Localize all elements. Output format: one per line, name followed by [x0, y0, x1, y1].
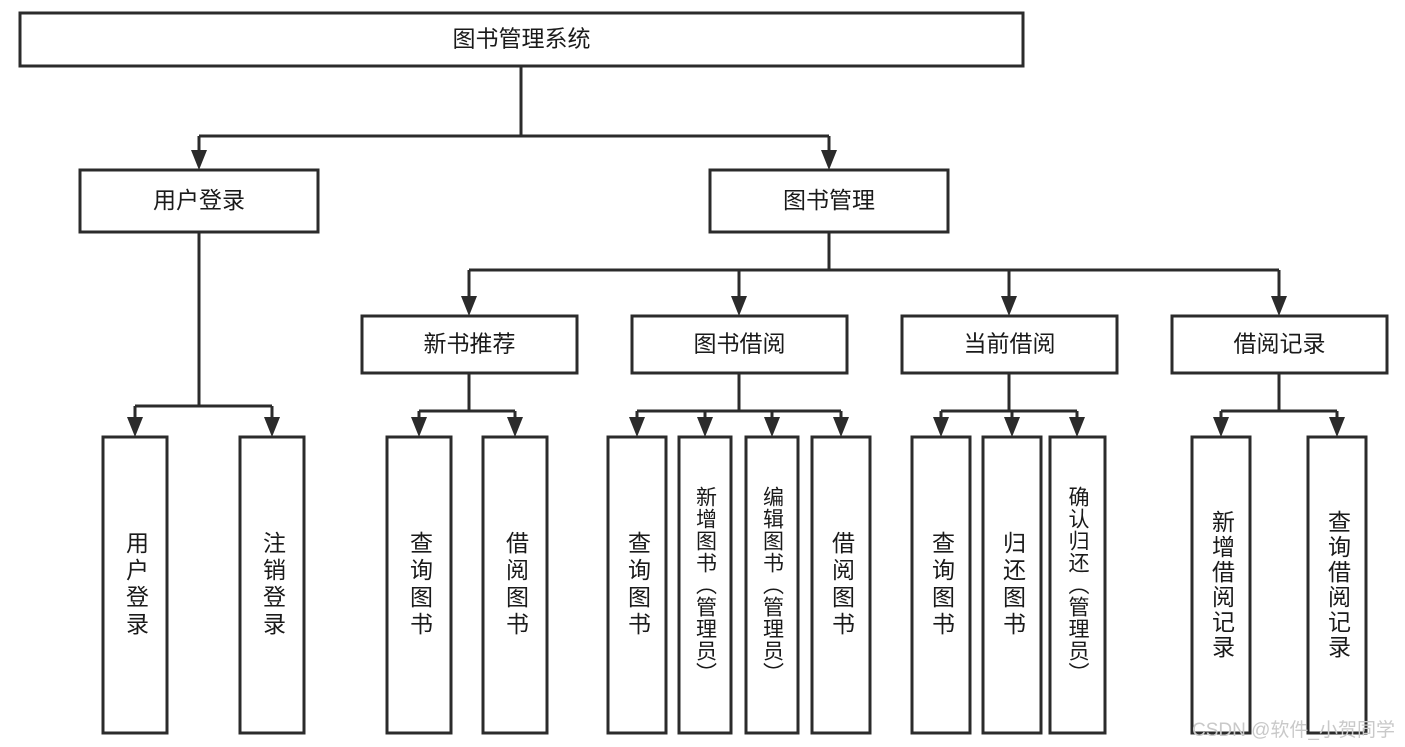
node-box-leaf-user-logout[interactable] — [238, 435, 306, 735]
node-box-user-login[interactable] — [78, 168, 320, 234]
node-box-leaf-edit-book[interactable] — [744, 435, 800, 735]
arrow-head-icon — [191, 150, 207, 170]
csdn-watermark: CSDN @软件_小贺同学 — [1192, 720, 1395, 741]
arrow-head-icon — [1271, 296, 1287, 316]
arrow-head-icon — [764, 417, 780, 437]
node-box-leaf-borrow-book-rec[interactable] — [481, 435, 549, 735]
node-box-leaf-query-book-cur[interactable] — [910, 435, 972, 735]
arrow-head-icon — [833, 417, 849, 437]
node-label-book-manage: 图书管理 — [783, 187, 875, 213]
node-box-root[interactable] — [18, 11, 1025, 68]
arrow-head-icon — [411, 417, 427, 437]
node-label-current-borrow: 当前借阅 — [964, 331, 1056, 357]
node-box-leaf-query-record[interactable] — [1306, 435, 1368, 735]
node-label-root: 图书管理系统 — [453, 26, 591, 52]
arrow-head-icon — [697, 417, 713, 437]
node-box-leaf-add-book[interactable] — [677, 435, 733, 735]
node-label-book-borrow: 图书借阅 — [694, 331, 786, 357]
arrow-head-icon — [1213, 417, 1229, 437]
arrow-head-icon — [1004, 417, 1020, 437]
arrow-head-icon — [1001, 296, 1017, 316]
node-box-borrow-record[interactable] — [1170, 314, 1389, 375]
arrow-head-icon — [629, 417, 645, 437]
arrow-head-icon — [127, 417, 143, 437]
node-box-book-borrow[interactable] — [630, 314, 849, 375]
connector-layer — [127, 66, 1345, 437]
arrow-head-icon — [264, 417, 280, 437]
arrow-head-icon — [1069, 417, 1085, 437]
arrow-head-icon — [461, 296, 477, 316]
node-label-borrow-record: 借阅记录 — [1234, 331, 1326, 357]
node-label-new-book-recommend: 新书推荐 — [424, 331, 516, 357]
arrow-head-icon — [507, 417, 523, 437]
node-box-leaf-confirm-return[interactable] — [1048, 435, 1107, 735]
node-box-new-book-recommend[interactable] — [360, 314, 579, 375]
node-box-leaf-add-record[interactable] — [1190, 435, 1252, 735]
arrow-head-icon — [933, 417, 949, 437]
node-box-book-manage[interactable] — [708, 168, 950, 234]
arrow-head-icon — [731, 296, 747, 316]
arrow-head-icon — [821, 150, 837, 170]
node-box-leaf-borrow-book[interactable] — [810, 435, 872, 735]
node-label-user-login: 用户登录 — [153, 187, 245, 213]
node-box-leaf-query-book-borrow[interactable] — [606, 435, 668, 735]
node-box-leaf-user-login[interactable] — [101, 435, 169, 735]
node-box-leaf-query-book-rec[interactable] — [385, 435, 453, 735]
arrow-head-icon — [1329, 417, 1345, 437]
node-box-current-borrow[interactable] — [900, 314, 1119, 375]
node-box-leaf-return-book[interactable] — [981, 435, 1043, 735]
